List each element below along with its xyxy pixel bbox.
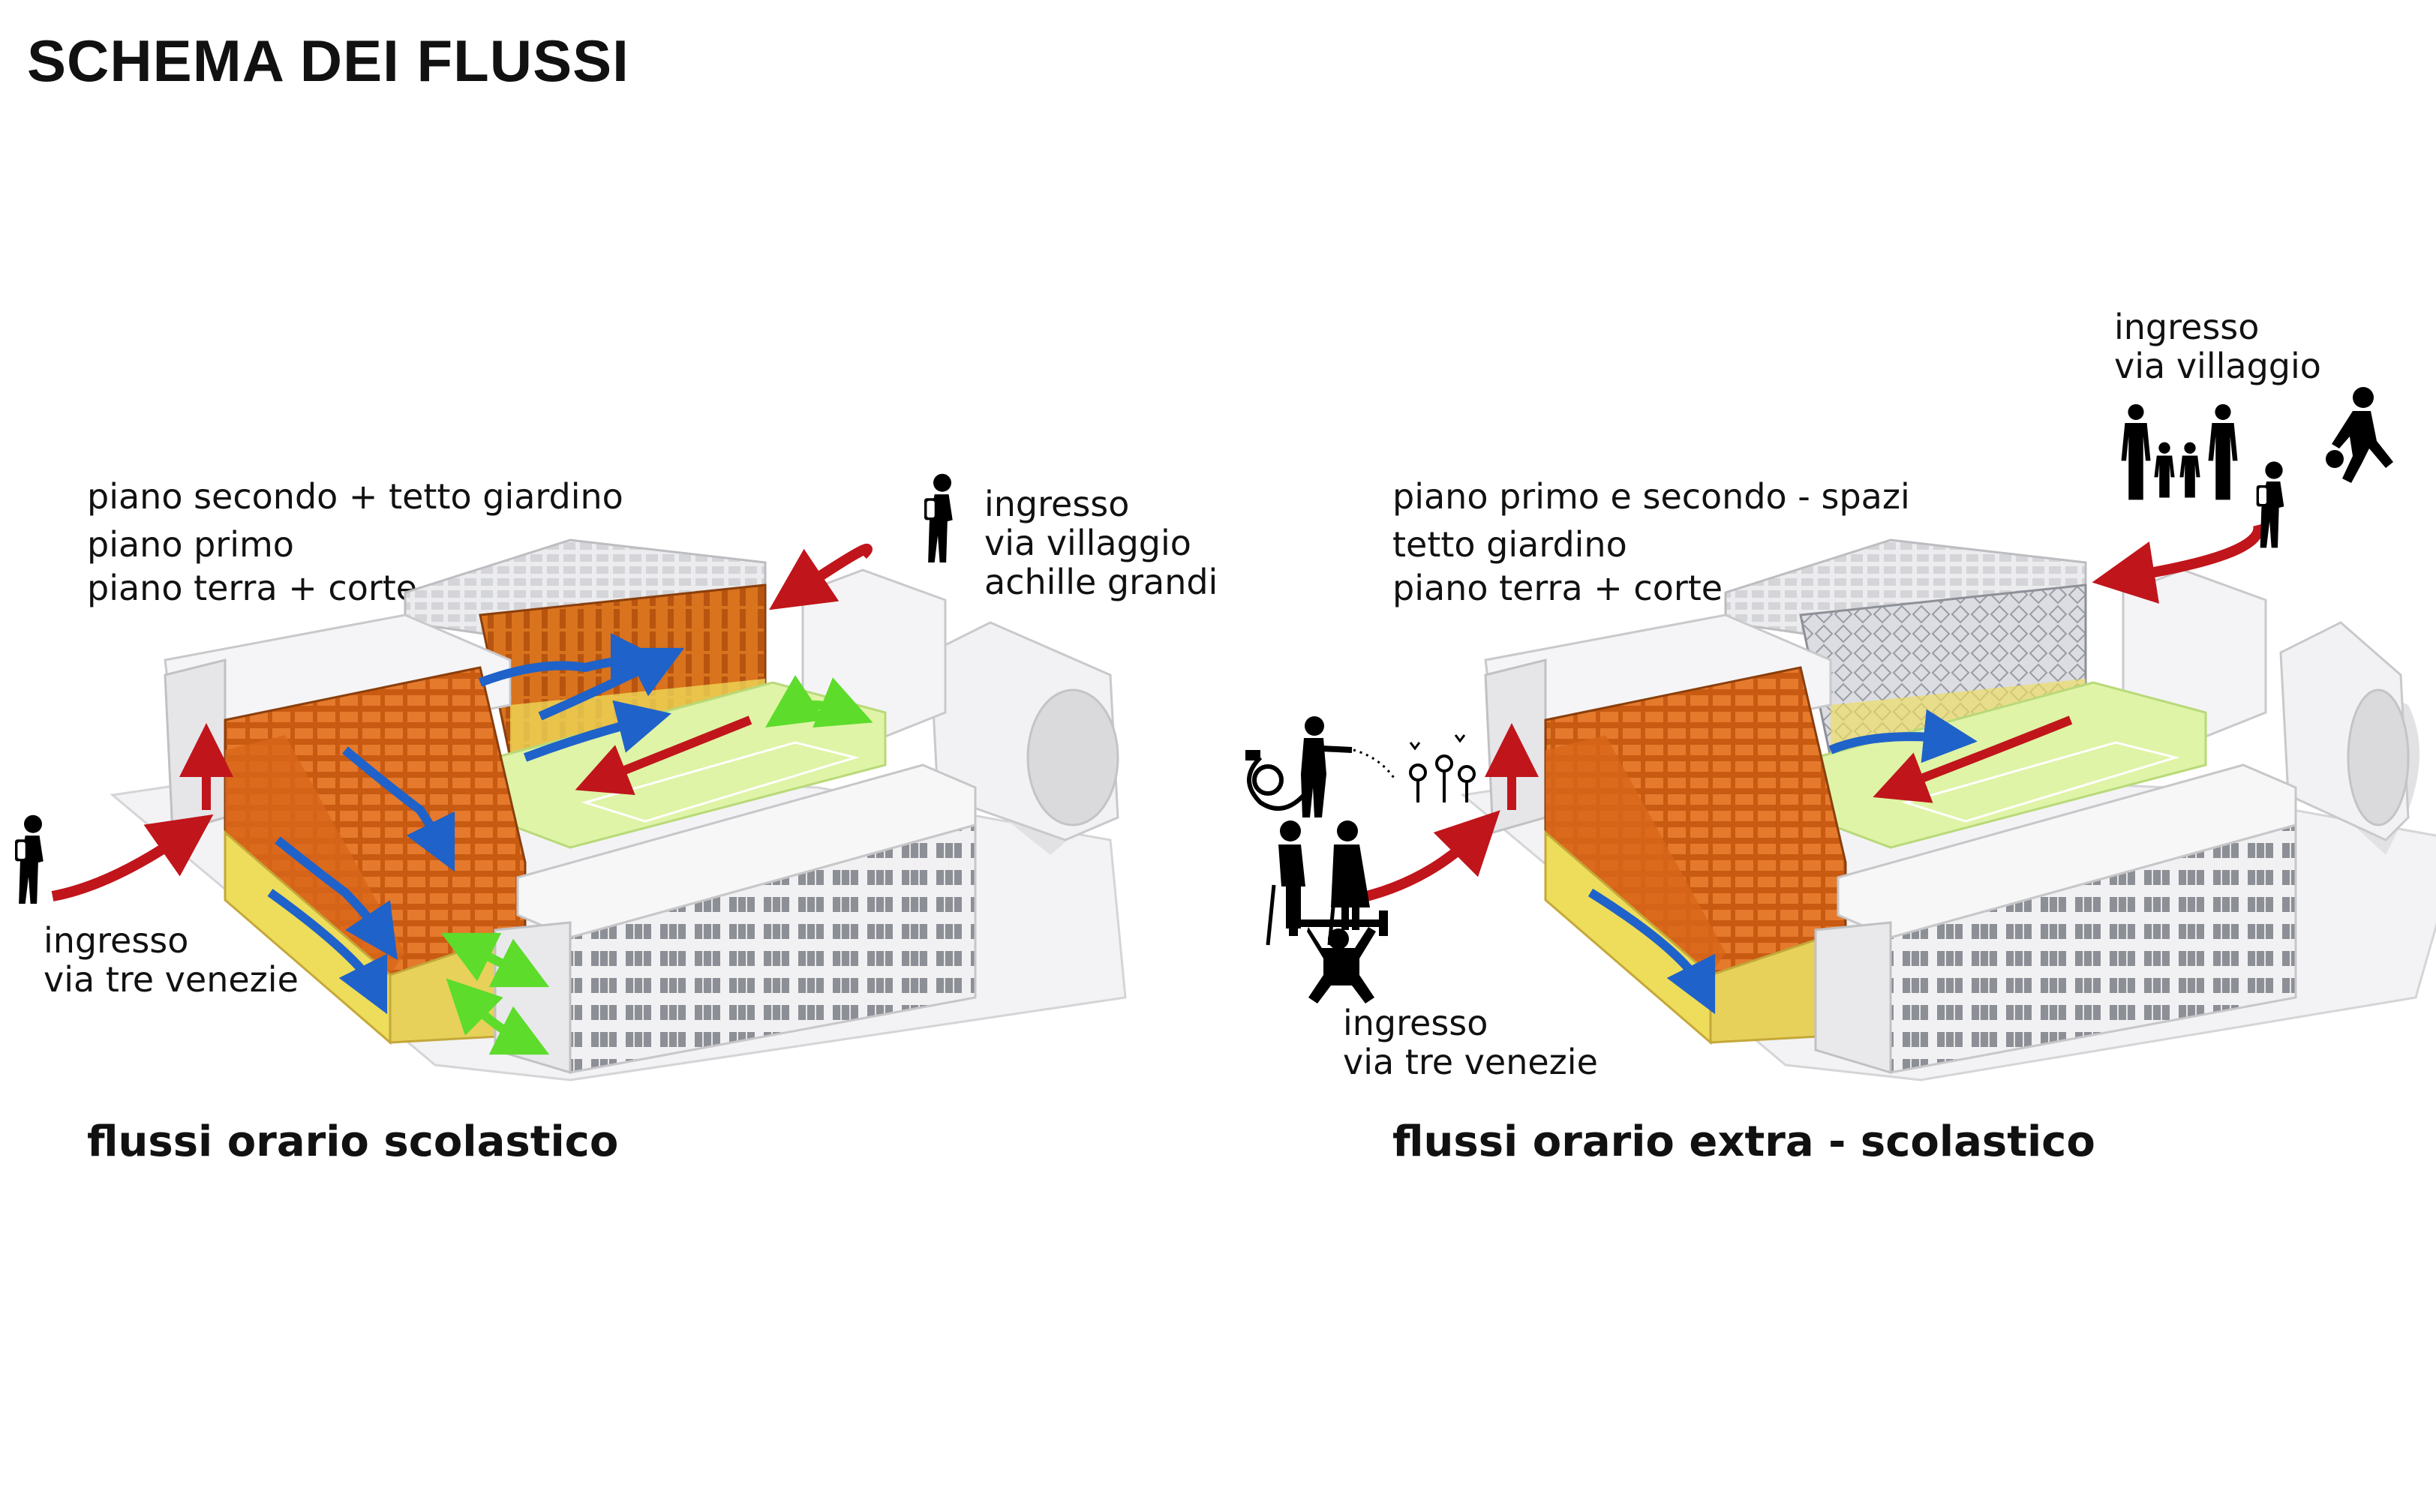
entrance-label-villaggio-grandi: ingresso via villaggio achille grandi: [984, 484, 1218, 602]
entry-flow-arrow: [575, 716, 752, 796]
football-player-icon: [2326, 387, 2393, 483]
entry-flow-arrow: [51, 814, 214, 902]
courtyard-flow-arrow: [765, 675, 873, 728]
internal-flow-arrow: [523, 700, 671, 762]
floor-label-ground-right: piano terra + corte: [1392, 568, 1723, 608]
flowers-icon: [1409, 734, 1476, 802]
entrance-street: via villaggio: [2114, 346, 2321, 386]
entrance-label-tre-venezie-left: ingresso via tre venezie: [44, 921, 299, 999]
courtyard-flow-arrow: [446, 978, 550, 1055]
weightlifter-icon: [1289, 910, 1388, 1004]
entrance-street: via villaggio: [984, 523, 1191, 563]
caption-school-hours: flussi orario scolastico: [87, 1118, 619, 1166]
internal-flow-arrow: [267, 889, 388, 1015]
entrance-street: via tre venezie: [1343, 1042, 1598, 1082]
caption-extra-school-hours: flussi orario extra - scolastico: [1392, 1118, 2095, 1166]
floor-label-second: piano secondo + tetto giardino: [87, 476, 623, 517]
family-icon: [2121, 404, 2238, 500]
flows-extra-school-hours: [1349, 524, 2264, 1015]
page-title: SCHEMA DEI FLUSSI: [27, 28, 629, 94]
entrance-word: ingresso: [1343, 1003, 1488, 1043]
internal-flow-arrow: [1828, 709, 1978, 764]
entrance-word: ingresso: [984, 484, 1130, 524]
entrance-street: via tre venezie: [44, 959, 299, 1000]
floor-label-first: piano primo: [87, 524, 294, 565]
entry-flow-arrow: [2092, 524, 2264, 604]
student-icon: [15, 814, 44, 904]
internal-flow-arrow: [275, 836, 398, 960]
internal-flow-arrow: [478, 633, 665, 688]
internal-flow-arrow: [1587, 888, 1716, 1015]
entrance-word: ingresso: [2114, 307, 2260, 347]
entrance-word: ingresso: [44, 920, 189, 961]
entrance-label-villaggio: ingresso via villaggio: [2114, 308, 2321, 386]
floor-label-roof-garden: tetto giardino: [1392, 524, 1627, 565]
internal-flow-arrow: [538, 647, 685, 721]
entry-flow-arrow: [769, 543, 873, 610]
entrance-label-tre-venezie-right: ingresso via tre venezie: [1343, 1004, 1598, 1082]
building-model-school-hours: [110, 538, 1127, 1082]
flows-school-hours: [51, 543, 873, 1055]
floor-label-ground: piano terra + corte: [87, 568, 418, 608]
floor-label-first-second: piano primo e secondo - spazi: [1392, 476, 1910, 517]
entrance-street-2: achille grandi: [984, 562, 1218, 602]
gardener-icon: [1245, 716, 1476, 818]
entry-flow-arrow: [1873, 716, 2073, 803]
building-model-extra-school-hours: [1460, 538, 2436, 1082]
entry-flow-arrow: [1349, 810, 1500, 905]
student-icon: [924, 473, 953, 562]
elderly-couple-icon: [1266, 820, 1370, 946]
internal-flow-arrow: [342, 746, 455, 872]
courtyard-flow-arrow: [440, 932, 550, 988]
